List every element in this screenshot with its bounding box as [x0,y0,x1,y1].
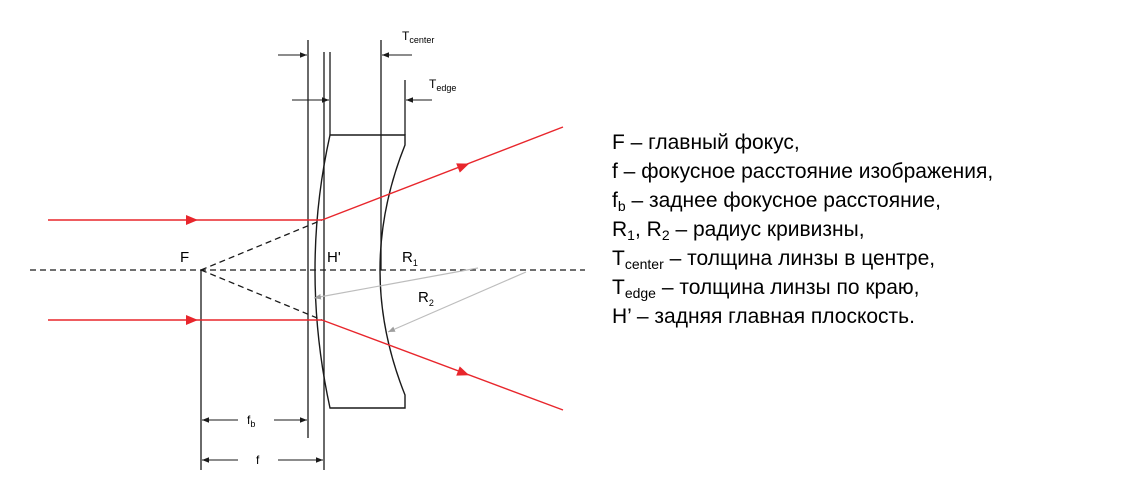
virtual-ray-upper [200,219,323,271]
legend-item-radius: R1, R2 – радиус кривизны, [612,218,865,243]
label-h-prime: H' [327,249,341,266]
legend-item-f-length: f – фокусное расстояние изображения, [612,160,994,183]
fb-label-backdrop [238,410,274,430]
label-r1: R1 [402,249,418,268]
label-t-center: Tcenter [402,29,434,45]
virtual-ray-lower [200,269,323,321]
legend-item-t-edge: Tedge – толщина линзы по краю, [612,276,920,301]
legend-item-h-prime: H’ – задняя главная плоскость. [612,305,915,328]
incident-ray-upper-arrow [186,215,198,225]
legend-item-fb: fb – заднее фокусное расстояние, [612,189,941,214]
incident-ray-lower-arrow [186,315,198,325]
lens-diagram: F H' R1 R2 Tcenter Tedge fb f [30,29,585,470]
legend-item-f-focus: F – главный фокус, [612,131,800,154]
r1-radius-line [313,267,479,300]
refracted-ray-lower-arrow [456,366,470,376]
r2-radius-line [387,271,527,333]
refracted-ray-lower [321,319,564,411]
refracted-ray-upper [321,126,564,221]
label-fb: fb [247,413,255,429]
label-f-focus: F [180,249,189,266]
label-f-length: f [256,453,260,467]
lens-outline [314,134,406,409]
label-t-edge: Tedge [429,77,456,93]
label-r2: R2 [418,289,434,308]
f-label-backdrop [238,450,278,470]
legend: F – главный фокус, f – фокусное расстоян… [612,128,993,331]
legend-item-t-center: Tcenter – толщина линзы в центре, [612,247,936,272]
refracted-ray-upper-arrow [456,163,470,173]
